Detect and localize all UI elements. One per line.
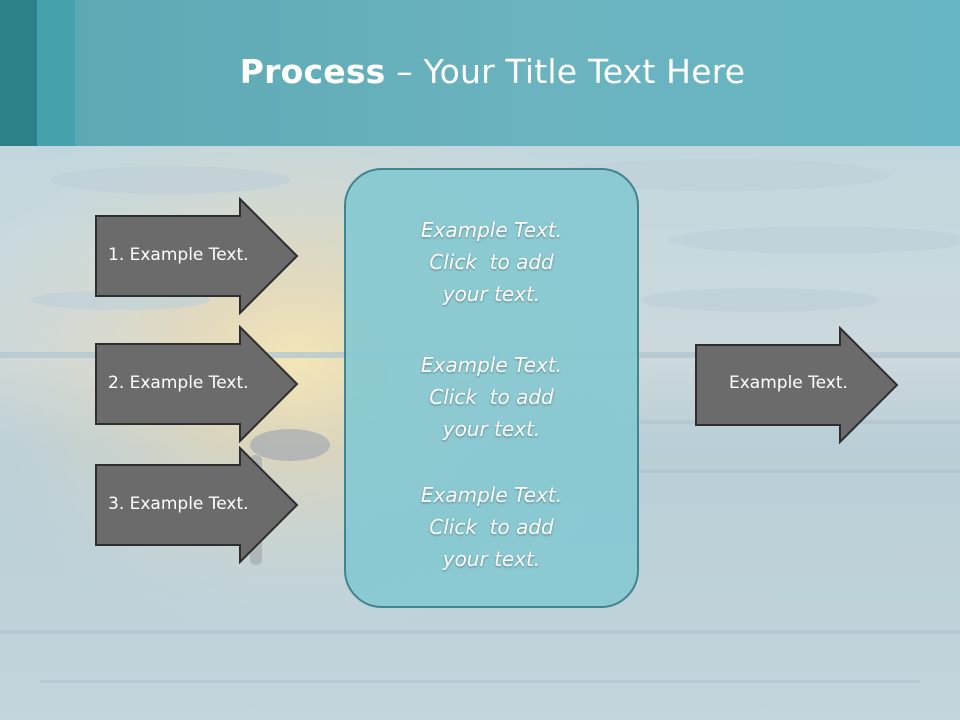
process-text-1[interactable]: Example Text. Click to add your text. <box>346 214 637 310</box>
input-arrow-1-label: 1. Example Text. <box>108 245 249 265</box>
input-arrow-3[interactable] <box>94 446 300 564</box>
process-text-2-line2: Click to add <box>429 385 554 409</box>
title-rest: – Your Title Text Here <box>385 52 746 91</box>
process-text-1-line1: Example Text. <box>420 218 563 242</box>
title-bar: Process – Your Title Text Here <box>0 0 960 146</box>
title-bold: Process <box>239 52 386 91</box>
process-text-1-line3: your text. <box>442 282 541 306</box>
input-arrow-3-label: 3. Example Text. <box>108 494 249 514</box>
process-text-2[interactable]: Example Text. Click to add your text. <box>346 349 637 445</box>
process-text-2-line3: your text. <box>442 417 541 441</box>
input-arrow-1[interactable] <box>94 197 300 315</box>
output-arrow-label: Example Text. <box>729 373 848 393</box>
process-text-1-line2: Click to add <box>429 250 554 274</box>
input-arrow-2[interactable] <box>94 325 300 443</box>
process-text-2-line1: Example Text. <box>420 353 563 377</box>
process-box[interactable]: Example Text. Click to add your text. Ex… <box>344 168 639 608</box>
process-text-3-line2: Click to add <box>429 515 554 539</box>
process-text-3-line1: Example Text. <box>420 483 563 507</box>
accent-strip-dark <box>0 0 37 146</box>
slide-title[interactable]: Process – Your Title Text Here <box>0 52 960 91</box>
accent-strip-light <box>37 0 75 146</box>
process-text-3[interactable]: Example Text. Click to add your text. <box>346 479 637 575</box>
input-arrow-2-label: 2. Example Text. <box>108 373 249 393</box>
process-text-3-line3: your text. <box>442 547 541 571</box>
output-arrow[interactable] <box>694 326 900 444</box>
